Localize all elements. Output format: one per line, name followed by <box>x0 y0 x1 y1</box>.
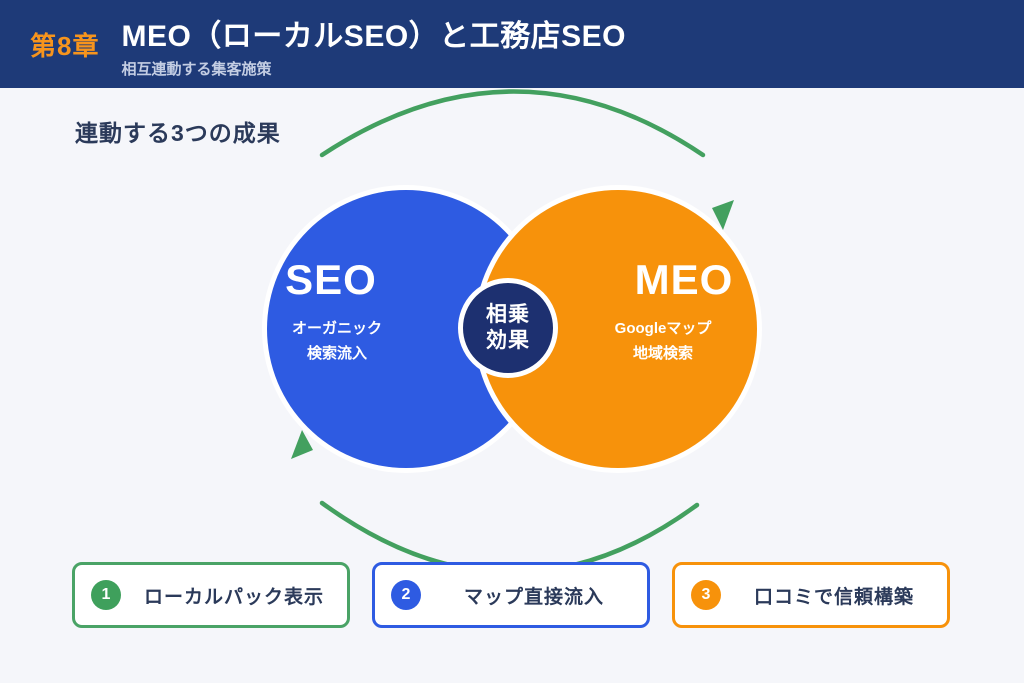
number-badge-2: 2 <box>391 580 421 610</box>
results-row: 1 ローカルパック表示 2 マップ直接流入 3 口コミで信頼構築 <box>72 562 950 628</box>
diagram-canvas: 連動する3つの成果 SEO オーガニック 検索流入 MEO Googleマップ … <box>0 88 1024 683</box>
number-badge-3: 3 <box>691 580 721 610</box>
synergy-circle: 相乗 効果 <box>458 278 558 378</box>
result-box-reviews-trust: 3 口コミで信頼構築 <box>672 562 950 628</box>
result-label-1: ローカルパック表示 <box>143 586 324 608</box>
meo-description-line2: 地域検索 <box>632 345 694 362</box>
seo-label: SEO <box>285 256 377 303</box>
seo-description-line1: オーガニック <box>291 320 383 337</box>
result-label-2: マップ直接流入 <box>463 586 604 608</box>
meo-label: MEO <box>634 256 734 303</box>
meo-description-line1: Googleマップ <box>614 320 712 337</box>
header-bar: 第8章 MEO（ローカルSEO）と工務店SEO 相互連動する集客施策 <box>0 0 1024 88</box>
header-text: MEO（ローカルSEO）と工務店SEO 相互連動する集客施策 <box>121 19 626 79</box>
seo-description-line2: 検索流入 <box>306 345 368 362</box>
section-title: 連動する3つの成果 <box>75 120 281 146</box>
number-badge-1: 1 <box>91 580 121 610</box>
slide-title: MEO（ローカルSEO）と工務店SEO <box>121 20 627 53</box>
seo-description: オーガニック 検索流入 <box>292 316 382 366</box>
result-label-3: 口コミで信頼構築 <box>753 586 914 608</box>
meo-description: Googleマップ 地域検索 <box>615 316 712 366</box>
result-box-map-traffic: 2 マップ直接流入 <box>372 562 650 628</box>
synergy-line2: 効果 <box>486 329 530 352</box>
result-box-local-pack: 1 ローカルパック表示 <box>72 562 350 628</box>
chapter-label: 第8章 <box>30 31 100 61</box>
synergy-line1: 相乗 <box>486 303 530 326</box>
slide-subtitle: 相互連動する集客施策 <box>121 61 272 78</box>
